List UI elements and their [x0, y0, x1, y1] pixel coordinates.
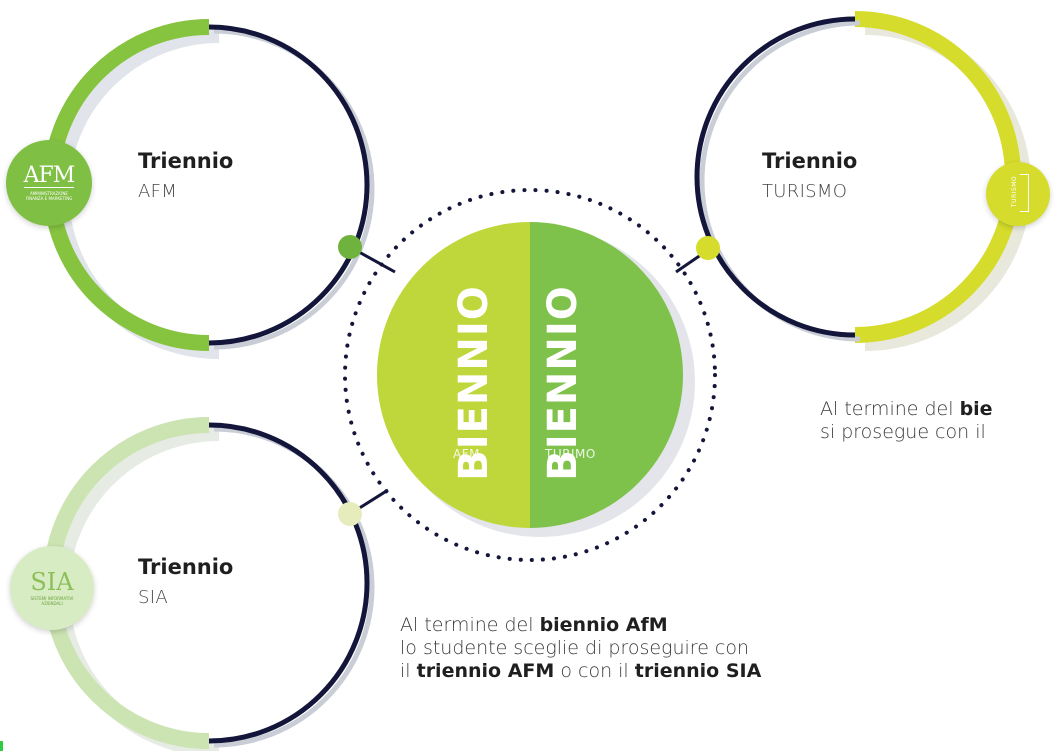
turismo-logo: TURISMO [1003, 174, 1033, 214]
ring-turismo-title: Triennio [762, 149, 858, 173]
edge-marker [0, 741, 3, 751]
afm-badge-caption: AMMINISTRAZIONE FINANZA E MARKETING [25, 191, 73, 201]
note-biennio-afm: Al termine del biennio AfM lo studente s… [400, 614, 762, 682]
bracket-icon [1020, 174, 1029, 212]
joint-afm [338, 235, 362, 259]
badge-turismo: TURISMO [986, 162, 1050, 226]
center-dotted-ring [343, 188, 717, 562]
ring-afm-subtitle: AFM [138, 181, 178, 202]
ring-afm [43, 19, 375, 359]
joint-turismo [696, 236, 720, 260]
ring-sia-title: Triennio [138, 555, 234, 579]
joint-sia [338, 502, 362, 526]
ring-turismo [694, 11, 1031, 351]
badge-afm: AFM AMMINISTRAZIONE FINANZA E MARKETING [6, 140, 92, 226]
ring-turismo-subtitle: TURISMO [762, 181, 848, 202]
sia-badge-caption: SISTEMI INFORMATIVI AZIENDALI [30, 595, 74, 606]
ring-afm-edge [208, 24, 370, 346]
ring-afm-title: Triennio [138, 149, 234, 173]
center-half-turismo [530, 222, 683, 528]
center-sub-turismo: TURIMO [545, 447, 596, 461]
note-biennio-turismo: Al termine del bie si prosegue con il [820, 398, 993, 443]
ring-turismo-edge [694, 16, 856, 338]
badge-sia: SIA SISTEMI INFORMATIVI AZIENDALI [10, 546, 94, 630]
sia-logo: SIA [30, 567, 74, 596]
center-half-afm [377, 222, 530, 528]
ring-sia-edge [208, 422, 370, 744]
center-sub-afm: AFM [453, 447, 480, 461]
ring-sia-subtitle: SIA [138, 587, 168, 608]
afm-logo: AFM [23, 163, 75, 188]
ring-sia [43, 417, 375, 751]
